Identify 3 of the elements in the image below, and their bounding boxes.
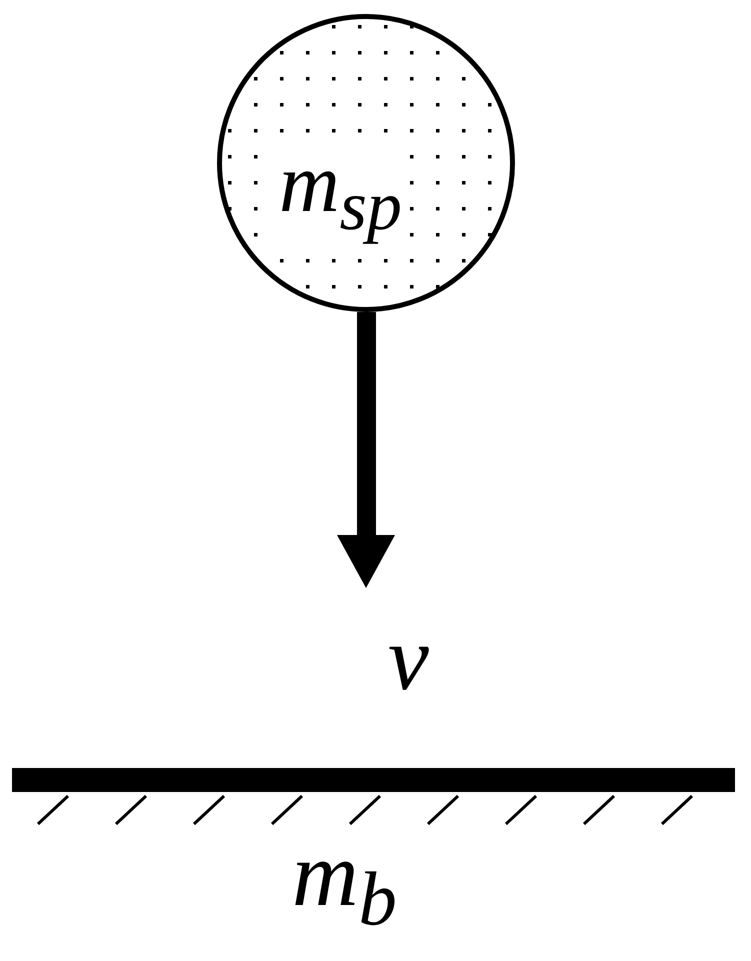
sphere [217,14,515,312]
mass-label: m$_{b}$ [292,828,397,938]
velocity-label: v [388,612,429,704]
